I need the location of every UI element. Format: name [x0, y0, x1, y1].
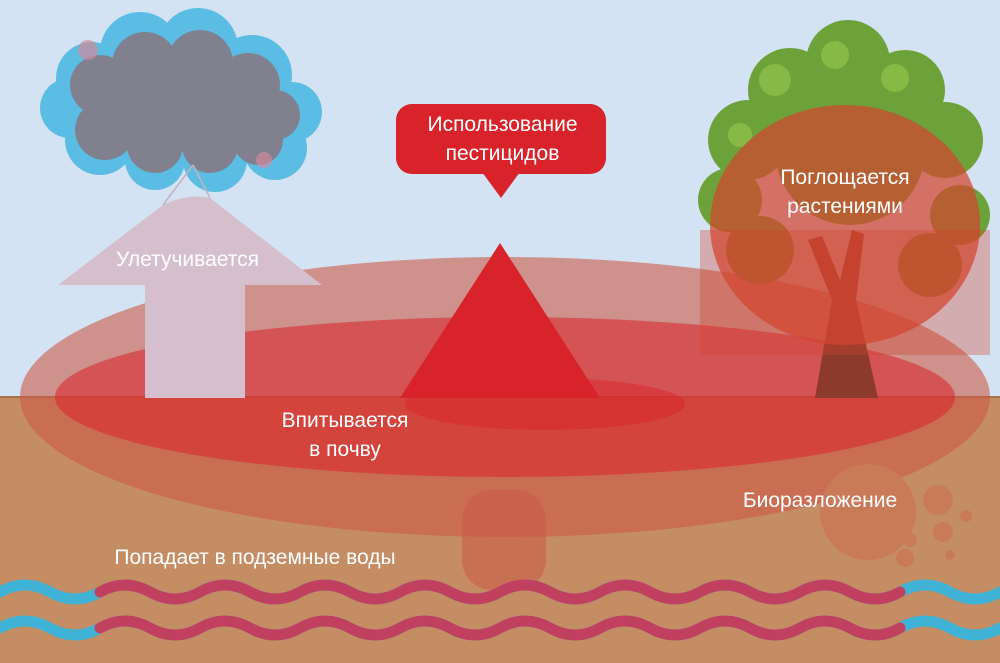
- cloud: [40, 8, 322, 192]
- pesticide-use-label-line1: Использование: [427, 113, 578, 136]
- pesticide-spray-triangle: [400, 243, 600, 398]
- pesticide-use-label: Использование пестицидов: [400, 110, 605, 168]
- absorbed-into-soil-line1: Впитывается: [281, 409, 409, 432]
- pesticide-use-label-line2: пестицидов: [445, 142, 560, 165]
- groundwater-waves: [0, 579, 1000, 641]
- absorbed-into-soil-line2: в почву: [309, 438, 381, 461]
- pesticide-use-callout: [396, 104, 606, 198]
- absorbed-by-plants-label: Поглощается растениями: [740, 163, 950, 221]
- biodegradation-label: Биоразложение: [742, 489, 898, 512]
- volatilize-arrow: [58, 164, 322, 398]
- volatilizes-label: Улетучивается: [115, 248, 260, 271]
- absorbed-into-soil-label: Впитывается в почву: [235, 406, 455, 464]
- tree: [698, 20, 990, 398]
- absorbed-by-plants-line1: Поглощается: [780, 166, 910, 189]
- biodegradation-bubbles: [820, 464, 972, 567]
- absorbed-by-plants-line2: растениями: [787, 195, 903, 218]
- groundwater-label: Попадает в подземные воды: [114, 546, 396, 569]
